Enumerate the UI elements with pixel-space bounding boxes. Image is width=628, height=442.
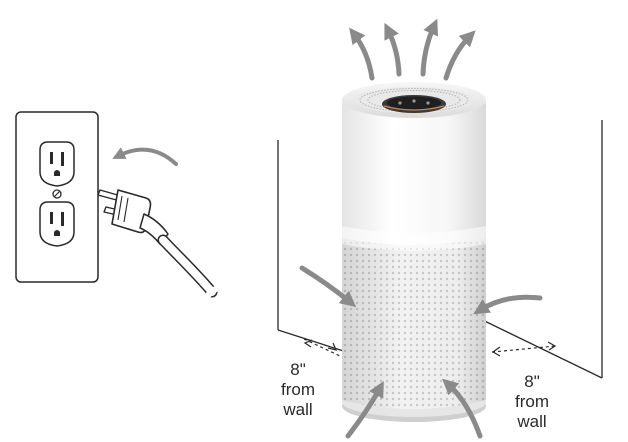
clearance-left-value: 8" <box>290 360 306 379</box>
upper-receptacle <box>39 141 75 187</box>
airflow-out-arrows <box>349 18 476 81</box>
clearance-left-line2: wall <box>283 400 313 419</box>
clearance-left-line1: from <box>281 380 315 399</box>
wall-outlet <box>15 111 99 283</box>
purifier-body <box>342 84 486 245</box>
lower-receptacle <box>39 201 75 247</box>
clearance-left-label: 8" from wall <box>268 360 328 420</box>
air-purifier <box>342 82 486 422</box>
clearance-right-line2: wall <box>517 412 547 431</box>
airflow-in-arrows <box>299 265 543 439</box>
clearance-left-dimension <box>303 338 341 357</box>
power-plug <box>97 189 169 245</box>
power-cord <box>157 234 220 299</box>
plug-in-arrow <box>112 147 178 166</box>
clearance-right-dimension <box>491 341 557 357</box>
clearance-right-value: 8" <box>524 372 540 391</box>
clearance-right-line1: from <box>515 392 549 411</box>
clearance-right-label: 8" from wall <box>502 372 562 432</box>
